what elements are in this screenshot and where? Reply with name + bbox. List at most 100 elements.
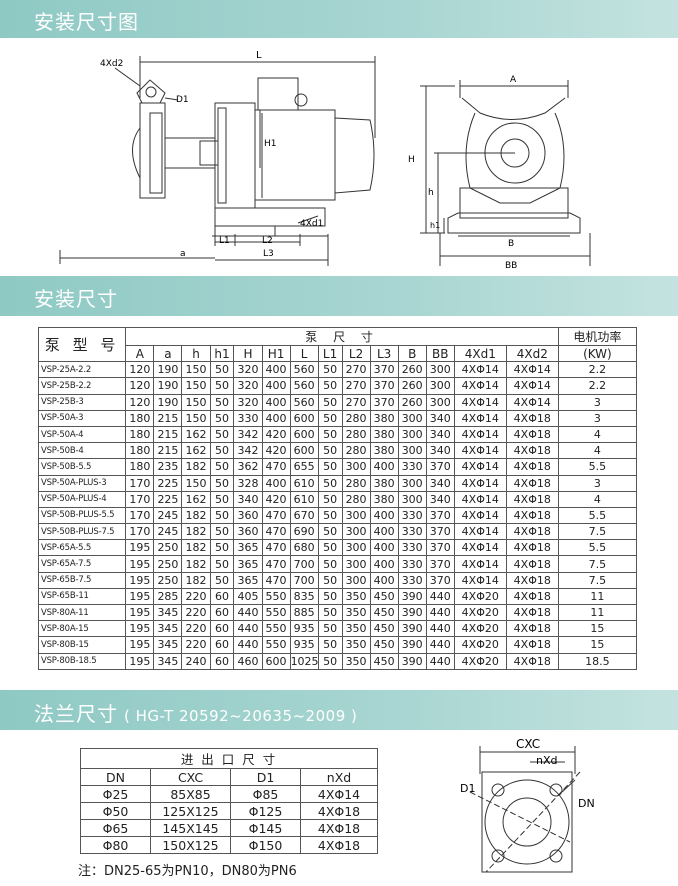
table-cell: 50 (209, 425, 235, 444)
model-cell: VSP-65B-7.5 (37, 571, 127, 589)
table-cell: 4XΦ20 (453, 636, 507, 654)
table-cell: 340 (425, 442, 455, 460)
table-cell: 215 (153, 409, 183, 427)
table-cell: 400 (369, 458, 399, 476)
col-header-dim: B (397, 344, 427, 363)
table-cell: 4XΦ14 (453, 571, 507, 589)
table-cell: Φ145 (230, 819, 301, 837)
col-header-dim: 4Xd2 (505, 344, 559, 363)
table-cell: 400 (261, 377, 291, 395)
table-cell: 690 (289, 523, 319, 541)
table-cell: 215 (153, 442, 183, 460)
table-cell: 300 (425, 377, 455, 395)
model-cell: VSP-25B-3 (37, 393, 127, 411)
model-cell: VSP-80A-11 (37, 603, 127, 622)
model-cell: VSP-80B-18.5 (37, 652, 127, 670)
table-cell: 270 (341, 377, 371, 395)
model-cell: VSP-50B-4 (37, 442, 127, 460)
dim-h1: h1 (430, 221, 440, 230)
table-cell: 60 (209, 587, 235, 606)
table-cell: 370 (425, 458, 455, 476)
dim-h: h (428, 188, 434, 198)
table-cell: 250 (153, 539, 183, 557)
table-cell: 280 (341, 490, 371, 508)
table-cell: 5.5 (557, 539, 638, 557)
dim-H: H (408, 155, 415, 165)
table-cell: 370 (369, 393, 399, 411)
table-cell: 550 (261, 620, 291, 638)
pump-front-drawing: A H h h1 B BB (408, 75, 591, 271)
table-cell: 170 (125, 474, 155, 492)
table-cell: 225 (153, 474, 183, 492)
table-cell: 440 (425, 620, 455, 638)
table-cell: 50 (209, 361, 235, 379)
table-cell: 195 (125, 603, 155, 622)
table-cell: 195 (125, 652, 155, 670)
table-cell: 300 (341, 523, 371, 541)
dim-L2: L2 (262, 236, 273, 246)
table-cell: 60 (209, 620, 235, 638)
table-cell: 600 (289, 409, 319, 427)
table-cell: 700 (289, 555, 319, 573)
dim-D1: D1 (176, 95, 189, 105)
table-cell: Φ85 (230, 785, 301, 803)
table-cell: 170 (125, 490, 155, 508)
table-cell: 370 (425, 539, 455, 557)
col-header-power: 电机功率 (557, 327, 638, 346)
table-cell: 300 (397, 474, 427, 492)
table-cell: 180 (125, 442, 155, 460)
table-cell: 365 (233, 539, 263, 557)
table-cell: 4XΦ20 (453, 652, 507, 670)
table-cell: 4XΦ14 (453, 539, 507, 557)
table-cell: 50 (317, 409, 343, 427)
table-cell: 4XΦ18 (505, 474, 559, 492)
table-cell: 4 (557, 442, 638, 460)
dim-a: a (180, 249, 186, 259)
table-cell: 560 (289, 393, 319, 411)
table-cell: 4XΦ18 (505, 603, 559, 622)
table-cell: 450 (369, 603, 399, 622)
table-cell: 440 (425, 587, 455, 606)
table-cell: 50 (317, 587, 343, 606)
table-cell: 4XΦ18 (505, 571, 559, 589)
table-cell: 4XΦ18 (505, 506, 559, 525)
table-cell: 380 (369, 409, 399, 427)
table-cell: 320 (233, 393, 263, 411)
table-cell: 610 (289, 490, 319, 508)
table-cell: 550 (261, 603, 291, 622)
table-cell: 680 (289, 539, 319, 557)
table-cell: 300 (341, 571, 371, 589)
table-cell: 4XΦ14 (453, 442, 507, 460)
table-cell: Φ125 (230, 802, 301, 820)
table-cell: 50 (317, 571, 343, 589)
table-cell: 350 (341, 652, 371, 670)
table-cell: 600 (261, 652, 291, 670)
section-banner-flange: 法兰尺寸( HG-T 20592~20635~2009 ) (0, 690, 678, 730)
table-cell: 182 (181, 506, 211, 525)
table-cell: 4XΦ14 (453, 555, 507, 573)
table-cell: 245 (153, 506, 183, 525)
table-cell: 835 (289, 587, 319, 606)
table-cell: 260 (397, 377, 427, 395)
table-cell: 330 (397, 571, 427, 589)
flange-col-header: DN (80, 768, 151, 786)
table-cell: 450 (369, 636, 399, 654)
table-cell: 11 (557, 603, 638, 622)
table-cell: 5.5 (557, 506, 638, 525)
section-banner-dims: 安装尺寸 (0, 276, 678, 316)
table-cell: 330 (397, 458, 427, 476)
table-cell: 370 (425, 571, 455, 589)
flange-col-header: nXd (299, 768, 379, 786)
table-cell: 85X85 (150, 785, 231, 803)
